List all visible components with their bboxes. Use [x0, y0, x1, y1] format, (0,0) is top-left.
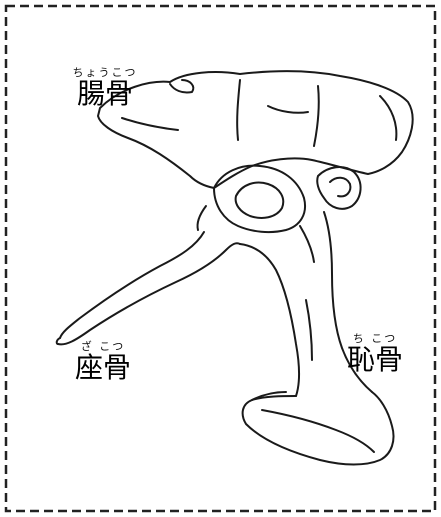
label-ilium-text: 腸骨 [60, 79, 150, 109]
label-pubis: ち こつ 恥骨 [330, 332, 420, 375]
label-ilium: ちょうこつ 腸骨 [60, 66, 150, 109]
obturator-notch [317, 167, 360, 209]
acetabulum-inner [236, 183, 284, 218]
label-ischium: ざ こつ 座骨 [58, 340, 148, 383]
shaft-detail [306, 300, 312, 360]
pelvis-bone-illustration [57, 71, 413, 464]
label-pubis-text: 恥骨 [330, 345, 420, 375]
ilium-inner-line-4 [268, 106, 308, 113]
label-ischium-text: 座骨 [58, 353, 148, 383]
central-ridge [300, 226, 314, 262]
ischium-outline-bottom [58, 243, 240, 344]
ilium-crest-detail [170, 80, 193, 93]
ilium-inner-line-2 [314, 86, 319, 146]
ilium-inner-line [237, 80, 240, 140]
ischium-upper-ridge [197, 206, 206, 230]
ilium-edge-right [380, 96, 396, 140]
acetabulum-outline [214, 166, 305, 232]
ilium-inner-line-3 [122, 118, 178, 130]
pubis-shaft-left [240, 244, 299, 396]
ischium-outline-top [60, 232, 204, 338]
pubis-foot-outline [243, 392, 394, 465]
obturator-inner [330, 178, 350, 197]
